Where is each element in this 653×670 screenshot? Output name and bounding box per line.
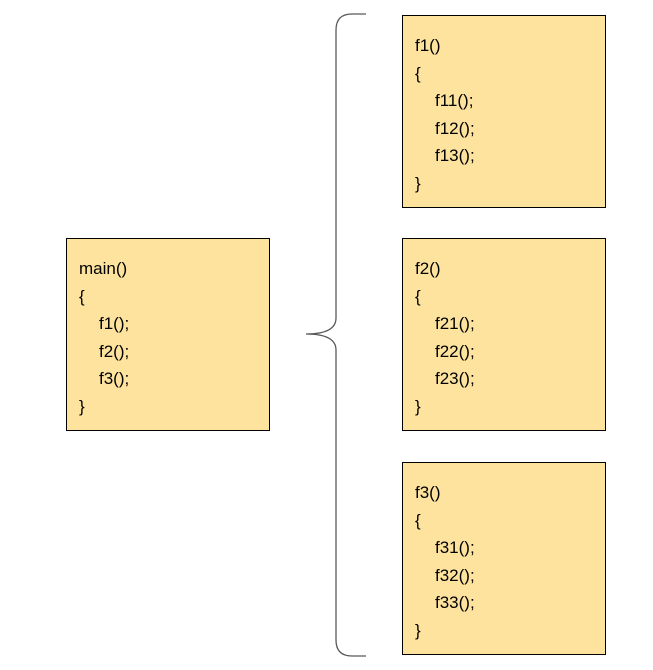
f3-function-header: f3() — [415, 483, 441, 502]
f2-function-header: f2() — [415, 259, 441, 278]
f1-call-f13: f13(); — [435, 146, 475, 166]
f3-call-f31: f31(); — [435, 538, 475, 558]
f2-open-brace: { — [415, 286, 421, 306]
f1-call-f12: f12(); — [435, 118, 475, 138]
f2-call-f23: f23(); — [435, 369, 475, 389]
main-call-f1: f1(); — [99, 314, 130, 334]
f1-call-f11: f11(); — [435, 91, 474, 111]
main-function-box: main() { f1(); f2(); f3(); } — [66, 238, 270, 431]
f2-call-f21: f21(); — [435, 314, 475, 334]
main-call-f2: f2(); — [99, 341, 130, 361]
main-open-brace: { — [79, 286, 85, 306]
main-call-f3: f3(); — [99, 369, 130, 389]
f1-function-box: f1() { f11(); f12(); f13(); } — [402, 15, 606, 208]
f3-open-brace: { — [415, 510, 421, 530]
f1-close-brace: } — [415, 173, 421, 193]
f2-call-f22: f22(); — [435, 341, 475, 361]
f3-close-brace: } — [415, 620, 421, 640]
main-close-brace: } — [79, 396, 85, 416]
curly-brace-path — [305, 13, 366, 657]
main-function-header: main() — [79, 259, 128, 278]
f3-call-f33: f33(); — [435, 593, 475, 613]
f1-function-header: f1() — [415, 36, 441, 55]
curly-brace-connector — [305, 13, 366, 657]
f3-call-f32: f32(); — [435, 565, 475, 585]
f2-function-box: f2() { f21(); f22(); f23(); } — [402, 238, 606, 431]
f2-close-brace: } — [415, 396, 421, 416]
f1-open-brace: { — [415, 63, 421, 83]
f3-function-box: f3() { f31(); f32(); f33(); } — [402, 462, 606, 655]
